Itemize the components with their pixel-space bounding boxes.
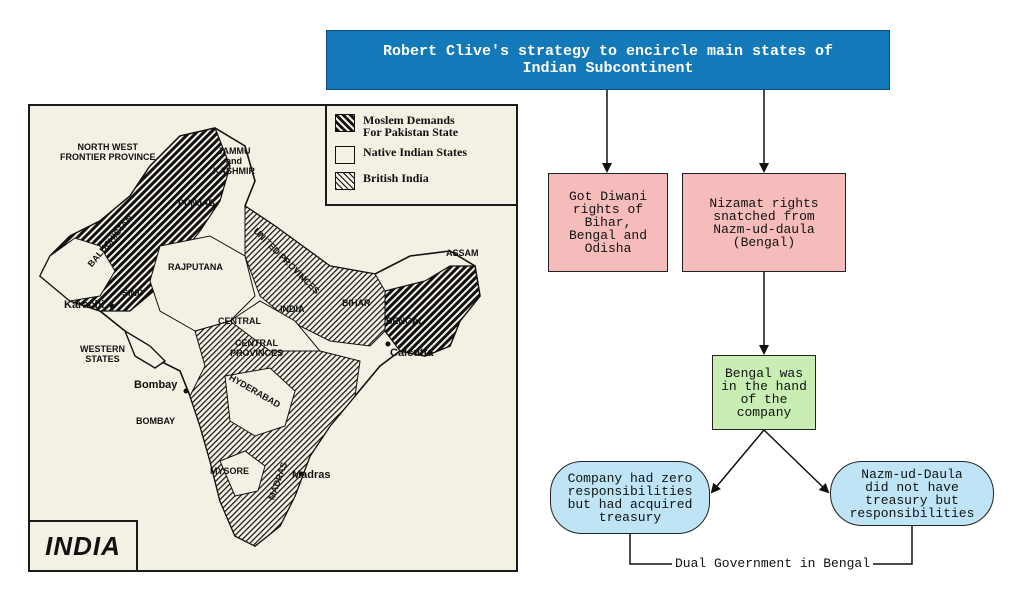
arrow-bengal-to-company bbox=[710, 429, 765, 494]
region-british-north bbox=[244, 205, 386, 347]
label-western-states: WESTERN STATES bbox=[80, 344, 125, 364]
label-jammu-kashmir: JAMMU and KASHMIR bbox=[213, 146, 255, 176]
legend-swatch-dense-hatch bbox=[335, 114, 355, 132]
map-legend: Moslem Demands For Pakistan State Native… bbox=[325, 106, 516, 206]
region-mysore bbox=[219, 450, 266, 497]
india-map-drawing bbox=[39, 127, 481, 547]
label-india-region: INDIA bbox=[280, 304, 305, 314]
city-calcutta: Calcutta bbox=[390, 347, 434, 359]
legend-row-native: Native Indian States bbox=[335, 146, 467, 164]
label-dual-government: Dual Government in Bengal bbox=[672, 557, 874, 571]
node-nazm-no-treasury: Nazm-ud-Daula did not have treasury but … bbox=[830, 461, 994, 526]
label-mysore: MYSORE bbox=[210, 466, 250, 476]
legend-label-moslem: Moslem Demands For Pakistan State bbox=[363, 113, 459, 139]
legend-label-native: Native Indian States bbox=[363, 145, 468, 159]
india-map: Moslem Demands For Pakistan State Native… bbox=[28, 104, 518, 572]
label-bengal: BENGAL bbox=[386, 316, 424, 326]
legend-label-british: British India bbox=[363, 171, 429, 185]
map-title: INDIA bbox=[30, 520, 138, 570]
region-baluchistan bbox=[39, 237, 116, 302]
label-punjab: PUNJAB bbox=[178, 198, 216, 208]
label-rajputana: RAJPUTANA bbox=[168, 262, 223, 272]
label-nwfp: NORTH WEST FRONTIER PROVINCE bbox=[60, 142, 156, 162]
label-bombay-province: BOMBAY bbox=[136, 416, 176, 426]
city-dot-calcutta bbox=[385, 341, 391, 347]
region-moslem-east bbox=[384, 265, 481, 357]
legend-row-moslem: Moslem Demands For Pakistan State bbox=[335, 114, 458, 138]
label-central-india: CENTRAL bbox=[218, 316, 261, 326]
label-central-provinces: CENTRAL PROVINCES bbox=[230, 338, 284, 358]
legend-row-british: British India bbox=[335, 172, 429, 190]
city-madras: Madras bbox=[292, 469, 331, 481]
region-central-india bbox=[229, 300, 322, 352]
node-nizamat-rights: Nizamat rights snatched from Nazm-ud-dau… bbox=[682, 173, 846, 272]
city-dot-madras bbox=[299, 471, 305, 477]
arrow-bengal-to-nazm bbox=[763, 429, 830, 494]
city-bombay: Bombay bbox=[134, 379, 178, 391]
city-dot-karachi bbox=[109, 303, 115, 309]
label-assam: ASSAM bbox=[446, 248, 479, 258]
legend-swatch-light-hatch bbox=[335, 172, 355, 190]
city-dot-bombay bbox=[183, 388, 189, 394]
label-bihar: BIHAR bbox=[342, 298, 371, 308]
region-hyderabad bbox=[224, 367, 296, 437]
city-karachi: Karachi bbox=[64, 299, 105, 311]
node-diwani-rights: Got Diwani rights of Bihar, Bengal and O… bbox=[548, 173, 668, 272]
legend-swatch-plain bbox=[335, 146, 355, 164]
label-sind: SIND bbox=[122, 288, 144, 298]
flowchart-title: Robert Clive's strategy to encircle main… bbox=[326, 30, 890, 90]
node-bengal-company: Bengal was in the hand of the company bbox=[712, 355, 816, 430]
coast-kathiawar bbox=[123, 329, 167, 369]
node-company-zero-responsibility: Company had zero responsibilities but ha… bbox=[550, 461, 710, 534]
